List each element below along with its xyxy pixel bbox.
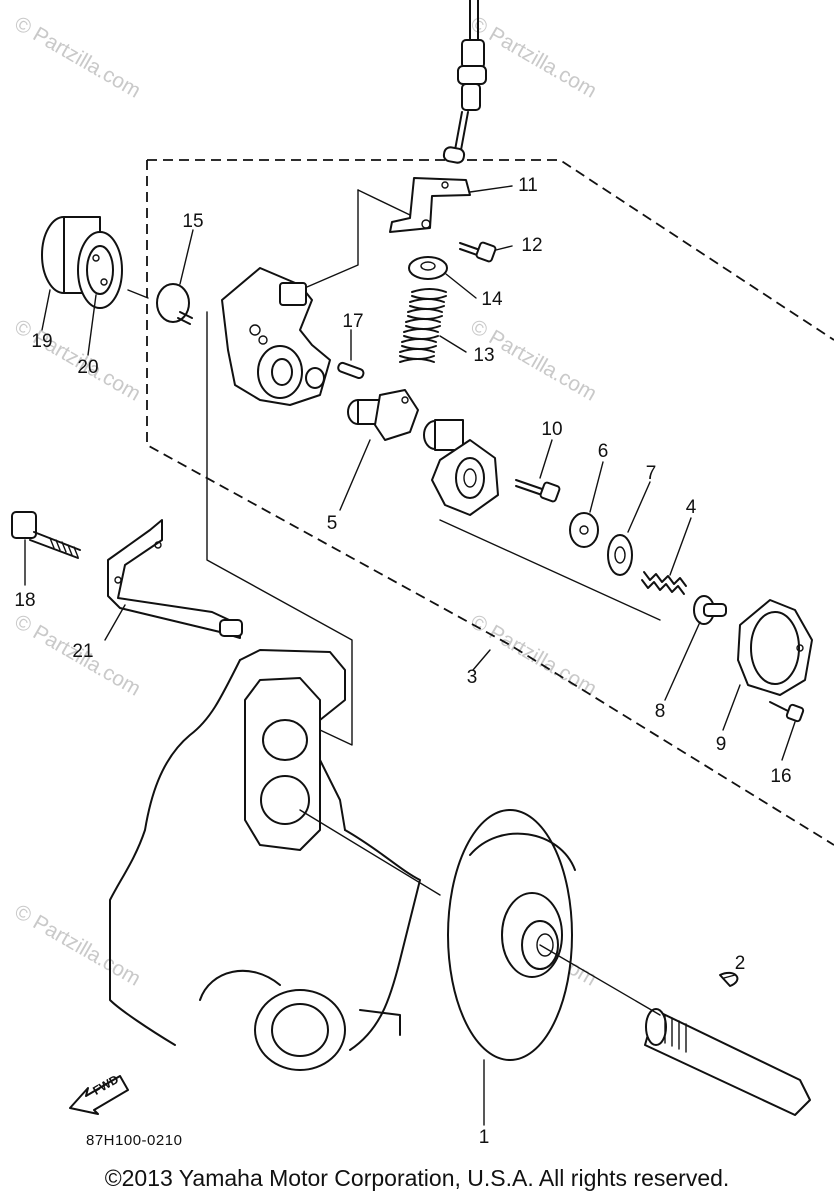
copyright-notice: ©2013 Yamaha Motor Corporation, U.S.A. A… [104,1165,730,1191]
callout-18: 18 [14,590,36,611]
cover-9 [737,599,813,696]
callout-9: 9 [715,734,727,755]
lever-5 [347,389,419,441]
plunger-8 [693,595,727,625]
bracket-11 [389,177,471,233]
cap-19-20 [41,216,123,309]
bracket-21 [107,519,243,639]
outline-upper-2 [357,189,411,216]
callout-1: 1 [478,1127,490,1148]
callout-3: 3 [466,667,478,688]
pin-17 [337,361,365,380]
shaft-2 [644,971,811,1116]
fwd-arrow-icon [69,1075,129,1115]
callout-13: 13 [473,345,495,366]
callout-4: 4 [685,497,697,518]
callout-11: 11 [518,175,538,196]
callout-5: 5 [326,513,338,534]
callout-14: 14 [481,289,503,310]
bolt-18 [11,511,81,559]
assembly-outline-dashed [147,159,834,341]
leader-lines [24,185,796,1126]
clip-7 [607,534,633,576]
callout-19: 19 [31,331,53,352]
washer-6 [569,512,599,548]
outline-upper [299,189,359,291]
drawing-code: 87H100-0210 [86,1132,183,1149]
crankcase-outline [109,649,421,1071]
callout-12: 12 [521,235,543,256]
callout-8: 8 [654,701,666,722]
callout-7: 7 [645,463,657,484]
callout-15: 15 [182,211,204,232]
plate-15 [127,283,193,325]
callout-10: 10 [541,419,563,440]
callout-2: 2 [734,953,746,974]
callout-20: 20 [77,357,99,378]
outline-inner [206,311,353,746]
assembly-outline-dashed-left [146,160,834,846]
screw-16 [769,701,805,723]
spring-4 [641,571,687,595]
washer-14 [408,256,448,280]
spring-13 [399,288,447,363]
callout-21: 21 [72,641,94,662]
throttle-cable [442,0,487,164]
screw-12 [459,241,497,263]
governor-housing [221,267,331,406]
callout-6: 6 [597,441,609,462]
callout-17: 17 [342,311,364,332]
sheave-1 [447,809,576,1061]
governor-cover-10 [423,419,561,516]
callout-16: 16 [770,766,792,787]
